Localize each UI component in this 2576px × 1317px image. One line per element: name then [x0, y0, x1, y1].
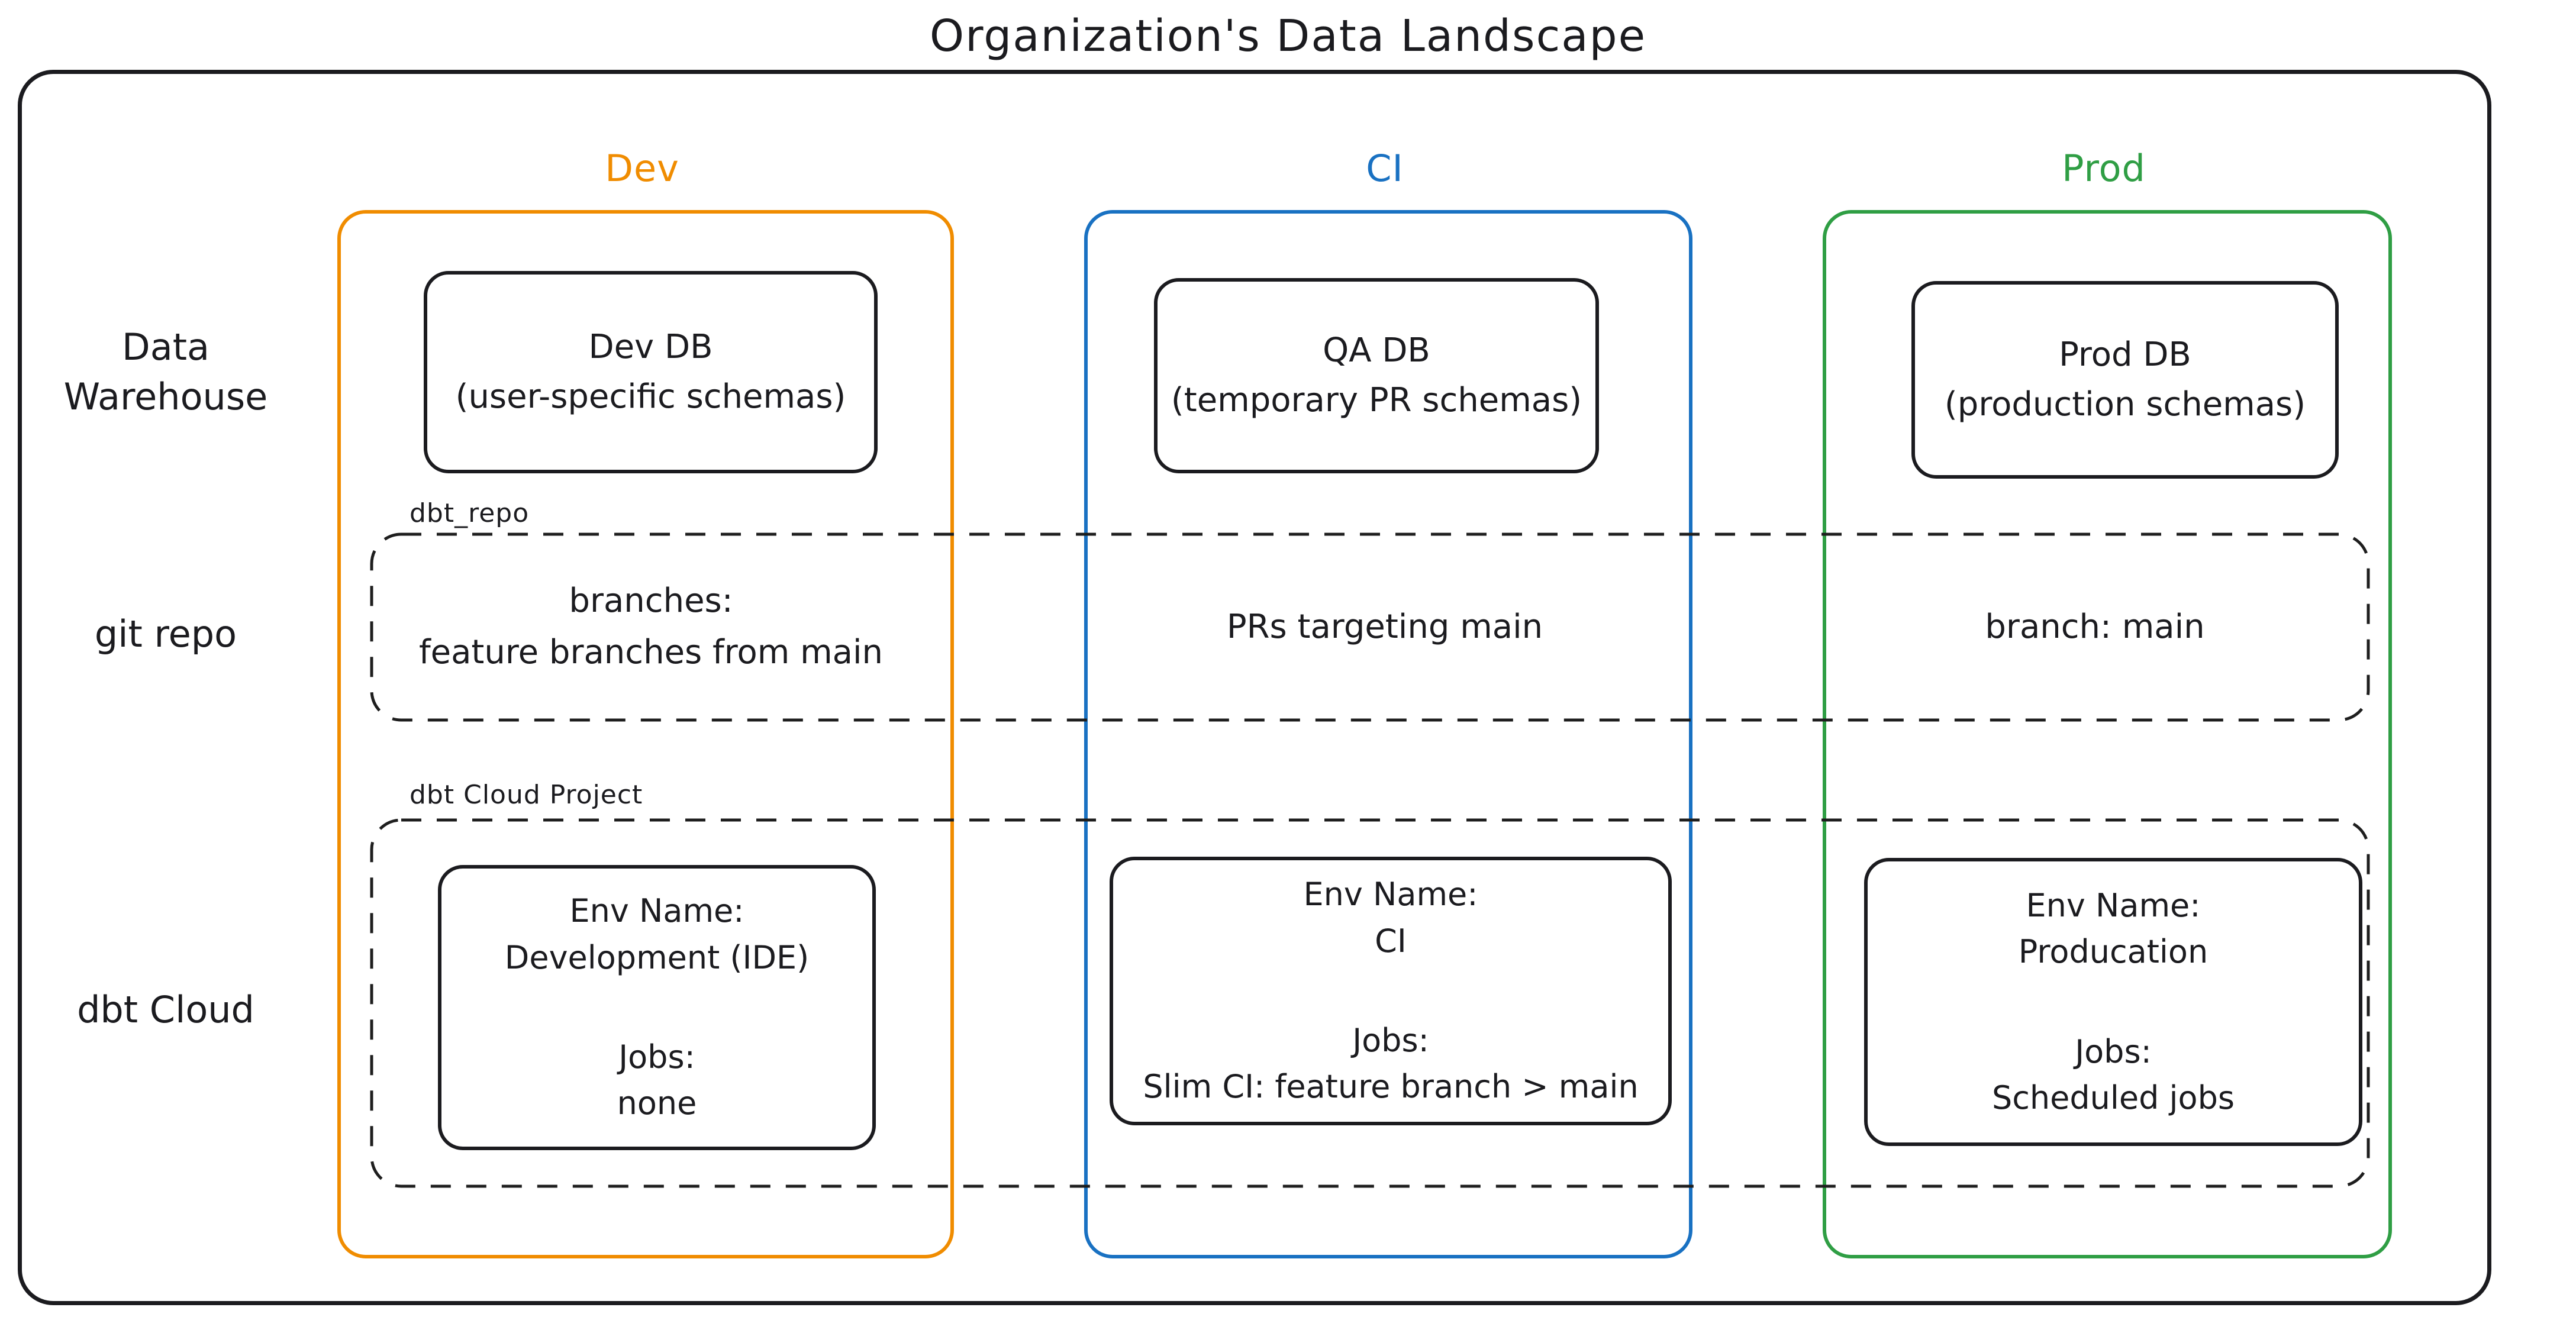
prod-db-box: Prod DB (production schemas): [1911, 281, 2339, 479]
row-label-data-warehouse: Data Warehouse: [63, 325, 268, 418]
git-text-prod: branch: main: [1985, 607, 2205, 646]
diagram-title: Organization's Data Landscape: [929, 11, 1647, 62]
prod-env-jobs-label: Jobs:: [2075, 1032, 2152, 1070]
dev-env-box: Env Name: Development (IDE) Jobs: none: [438, 865, 876, 1150]
column-frame-ci: [1084, 210, 1692, 1258]
ci-env-box: Env Name: CI Jobs: Slim CI: feature bran…: [1110, 857, 1672, 1125]
prod-env-jobs-group: Jobs: Scheduled jobs: [1868, 1029, 2359, 1122]
ci-env-name-value: CI: [1375, 922, 1407, 960]
dbt-repo-label: dbt_repo: [410, 498, 530, 528]
ci-env-jobs-group: Jobs: Slim CI: feature branch > main: [1113, 1018, 1668, 1111]
prod-env-box: Env Name: Producation Jobs: Scheduled jo…: [1864, 858, 2362, 1146]
git-text-ci: PRs targeting main: [1226, 607, 1543, 646]
dev-env-name-value: Development (IDE): [504, 938, 810, 976]
dbt-cloud-project-dashed-rect: [370, 818, 2370, 1188]
prod-db-subtitle: (production schemas): [1944, 385, 2306, 424]
ci-env-jobs-value: Slim CI: feature branch > main: [1143, 1068, 1639, 1106]
dev-db-title: Dev DB: [588, 328, 713, 366]
prod-env-jobs-value: Scheduled jobs: [1991, 1079, 2235, 1116]
prod-env-name-group: Env Name: Producation: [1868, 883, 2359, 976]
dev-env-jobs-value: none: [617, 1084, 697, 1122]
column-frame-prod: [1823, 210, 2392, 1258]
dbt-cloud-project-dashed-box: [370, 818, 2370, 1188]
ci-env-jobs-label: Jobs:: [1352, 1022, 1429, 1059]
dev-env-jobs-label: Jobs:: [618, 1038, 695, 1076]
prod-env-name-label: Env Name:: [2026, 886, 2201, 924]
outer-container-frame: [18, 70, 2491, 1305]
column-header-ci: CI: [1366, 147, 1404, 190]
column-header-dev: Dev: [605, 147, 679, 190]
ci-env-name-label: Env Name:: [1303, 876, 1478, 913]
dev-env-jobs-group: Jobs: none: [441, 1034, 872, 1127]
prod-db-title: Prod DB: [2059, 335, 2191, 374]
prod-env-name-value: Producation: [2018, 933, 2209, 971]
qa-db-subtitle: (temporary PR schemas): [1171, 381, 1582, 419]
git-text-dev: branches: feature branches from main: [418, 582, 884, 672]
qa-db-title: QA DB: [1323, 331, 1430, 370]
qa-db-box: QA DB (temporary PR schemas): [1154, 278, 1599, 473]
row-label-git-repo: git repo: [94, 612, 237, 656]
dev-db-box: Dev DB (user-specific schemas): [424, 271, 878, 473]
dev-env-name-label: Env Name:: [569, 892, 744, 930]
git-repo-dashed-rect: [370, 532, 2370, 722]
dbt-cloud-project-label: dbt Cloud Project: [410, 780, 643, 810]
dev-env-name-group: Env Name: Development (IDE): [441, 888, 872, 981]
column-frame-dev: [337, 210, 954, 1258]
column-header-prod: Prod: [2062, 147, 2146, 190]
ci-env-name-group: Env Name: CI: [1113, 871, 1668, 964]
git-repo-dashed-box: [370, 532, 2370, 722]
dev-db-subtitle: (user-specific schemas): [455, 377, 846, 416]
row-label-dbt-cloud: dbt Cloud: [77, 988, 254, 1031]
